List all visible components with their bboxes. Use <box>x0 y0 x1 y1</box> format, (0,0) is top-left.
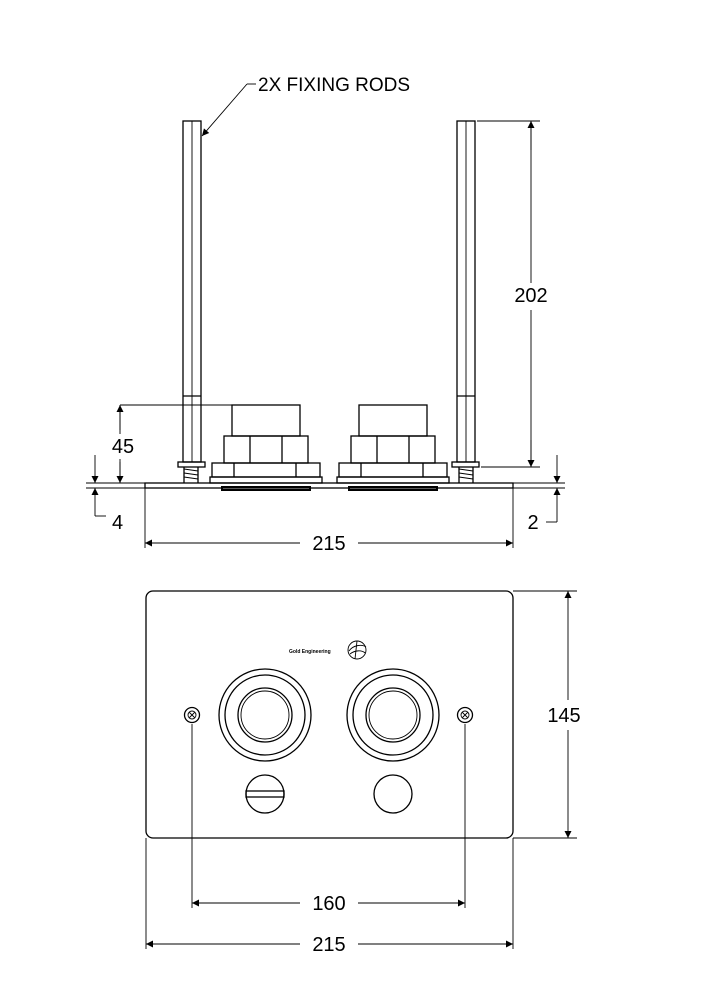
side-width-value: 215 <box>312 533 345 555</box>
left-screw-icon <box>183 706 201 724</box>
plate-thickness-value: 4 <box>112 512 123 534</box>
fixing-rods-label: 2X FIXING RODS <box>258 75 410 96</box>
button-height-dimension: 45 <box>112 404 232 483</box>
right-flush-button[interactable] <box>346 668 440 762</box>
left-button-assembly <box>209 404 323 491</box>
side-view: 2X FIXING RODS 202 45 <box>86 75 565 555</box>
front-width-value: 215 <box>312 934 345 956</box>
fixing-centres-value: 160 <box>312 893 345 915</box>
side-plate <box>144 482 514 489</box>
plate-height-dimension: 145 <box>513 590 581 839</box>
front-view: Gold Engineering <box>145 590 581 956</box>
left-fixing-rod <box>177 120 206 483</box>
right-fixing-rod <box>451 120 480 483</box>
side-width-dimension: 215 <box>144 488 514 555</box>
front-plate <box>145 590 514 839</box>
plate-recess-dimension: 2 <box>513 455 565 534</box>
plate-height-value: 145 <box>547 705 580 727</box>
rod-height-value: 202 <box>514 285 547 307</box>
brand-logo-icon <box>347 640 367 660</box>
plate-thickness-dimension: 4 <box>86 455 145 534</box>
rod-height-dimension: 202 <box>477 120 548 468</box>
right-indicator-icon <box>373 774 413 814</box>
button-height-value: 45 <box>112 436 134 458</box>
fixing-rods-callout: 2X FIXING RODS <box>201 75 410 137</box>
right-button-assembly <box>336 404 450 491</box>
right-screw-icon <box>456 706 474 724</box>
left-flush-button[interactable] <box>218 668 312 762</box>
plate-recess-value: 2 <box>527 512 538 534</box>
fixing-centres-dimension: 160 <box>191 724 466 915</box>
brand-text: Gold Engineering <box>289 649 331 655</box>
front-width-dimension: 215 <box>145 838 514 956</box>
left-indicator-icon <box>245 774 285 814</box>
